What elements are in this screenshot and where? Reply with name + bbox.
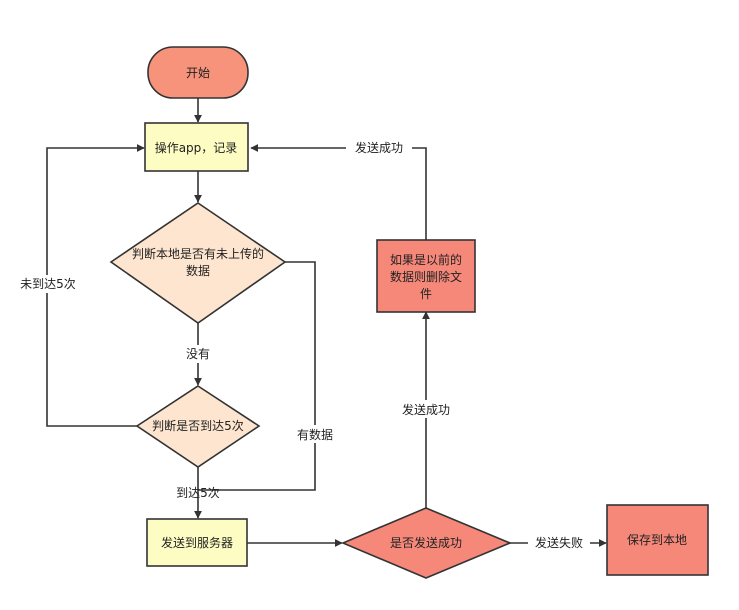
node-operate [144, 122, 249, 172]
node-check-five [135, 385, 261, 468]
node-send-ok-text: 是否发送成功 [390, 535, 462, 550]
label-send-success-up: 发送成功 [402, 402, 450, 417]
node-save-local [606, 504, 709, 576]
node-delete-text-2: 数据则删除文 [390, 269, 462, 284]
node-start [147, 46, 249, 99]
node-check-local [109, 202, 287, 324]
node-delete-file [376, 239, 476, 313]
node-start-text: 开始 [186, 66, 210, 80]
node-delete-text-3: 件 [420, 287, 432, 301]
edge-checklocal-send [198, 261, 316, 491]
edges [46, 98, 607, 547]
label-send-success-top: 发送成功 [355, 140, 403, 155]
nodes: 开始 操作app，记录 判断本地是否有未上传的 数据 判断是否到达5次 发送到服… [109, 46, 709, 579]
node-operate-text: 操作app，记录 [155, 140, 238, 155]
node-send-server [146, 518, 248, 567]
label-no-data: 没有 [186, 346, 210, 361]
node-check-local-text-2: 数据 [186, 263, 210, 278]
label-has-data: 有数据 [297, 427, 333, 442]
node-save-local-text: 保存到本地 [627, 533, 687, 547]
label-reached-five: 到达5次 [176, 486, 220, 500]
node-check-five-text: 判断是否到达5次 [152, 418, 244, 433]
edge-labels: 发送成功 未到达5次 没有 有数据 发送成功 到达5次 发送失败 [16, 138, 590, 552]
node-send-server-text: 发送到服务器 [161, 535, 233, 550]
node-send-ok [340, 507, 513, 579]
node-check-local-text-1: 判断本地是否有未上传的 [132, 246, 264, 261]
node-delete-text-1: 如果是以前的 [390, 252, 462, 267]
edge-delete-operate [250, 144, 427, 240]
label-send-fail: 发送失败 [535, 535, 583, 550]
label-not-five: 未到达5次 [20, 277, 76, 291]
